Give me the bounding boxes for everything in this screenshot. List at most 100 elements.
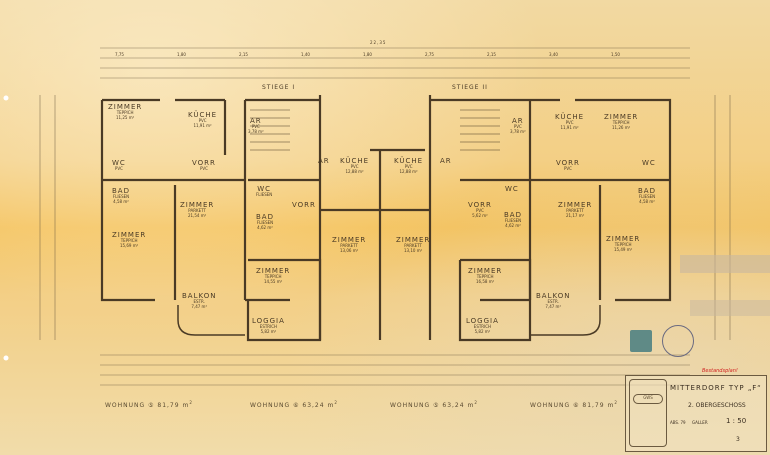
room-name: WC xyxy=(505,185,519,193)
room-area: 15,69 m² xyxy=(120,242,139,248)
room-floor: PVC xyxy=(251,124,260,130)
dimension-text: 1,80 xyxy=(177,52,186,57)
room-floor: PARKETT xyxy=(188,208,206,214)
room-floor: FLIESEN xyxy=(256,220,274,226)
room-floor: ESTRICH xyxy=(259,324,278,330)
punch-hole xyxy=(3,355,9,361)
room-area: 13,10 m² xyxy=(404,247,423,253)
unit-label: WOHNUNG ⑤ 81,79 m2 xyxy=(105,400,193,409)
drawn-date: ABS. 79 xyxy=(670,420,686,425)
dimension-text: 2,75 xyxy=(425,52,434,57)
room-name: KÜCHE xyxy=(555,113,585,121)
room-floor: TEPPICH xyxy=(264,274,282,280)
stair-label: STIEGE I xyxy=(262,84,296,91)
room-name: LOGGIA xyxy=(252,317,285,325)
room-name: AR xyxy=(440,157,452,165)
room-name: ZIMMER xyxy=(396,236,431,244)
room-area: 4,58 m² xyxy=(113,198,129,204)
room-name: AR xyxy=(318,157,330,165)
room-floor: PVC xyxy=(404,164,413,170)
room-area: 7,47 m² xyxy=(545,303,562,309)
room-area: 15,49 m² xyxy=(614,246,633,252)
room-area: 4,62 m² xyxy=(257,224,273,230)
room-name: KÜCHE xyxy=(188,111,218,119)
room-area: 14,55 m² xyxy=(264,278,283,284)
punch-hole xyxy=(3,95,9,101)
room-name: BALKON xyxy=(182,292,217,300)
scale: 1 : 50 xyxy=(726,417,747,425)
room-floor: PARKETT xyxy=(340,243,358,249)
room-area: 5,82 m² xyxy=(474,328,491,334)
room-name: ZIMMER xyxy=(112,231,147,239)
dimension-text: 7,75 xyxy=(115,52,124,57)
room-name: BAD xyxy=(112,187,130,195)
room-floor: PARKETT xyxy=(566,208,584,214)
tape-strip xyxy=(690,300,770,316)
official-seal xyxy=(662,325,694,357)
room-name: ZIMMER xyxy=(558,201,593,209)
unit-label: WOHNUNG ⑥ 63,24 m2 xyxy=(250,400,338,409)
room-name: WC xyxy=(642,159,656,167)
revenue-stamp xyxy=(630,330,652,352)
room-label: WC xyxy=(642,159,656,167)
title-block: GWS MITTERDORF TYP „F“ 2. OBERGESCHOSS A… xyxy=(625,375,767,452)
room-area: 11,91 m² xyxy=(193,122,212,128)
room-label: WC xyxy=(505,185,519,193)
room-name: VORR xyxy=(556,159,580,167)
room-name: ZIMMER xyxy=(256,267,291,275)
room-area: 16,58 m² xyxy=(476,278,495,284)
room-floor: TEPPICH xyxy=(612,120,630,126)
room-area: 3,78 m² xyxy=(248,128,264,134)
room-name: VORR xyxy=(292,201,316,209)
room-name: VORR xyxy=(468,201,492,209)
room-name: ZIMMER xyxy=(606,235,641,243)
room-floor: TEPPICH xyxy=(614,242,632,248)
room-area: 21,17 m² xyxy=(566,212,585,218)
sheet-number: 3 xyxy=(736,436,740,443)
room-floor: PVC xyxy=(114,166,123,172)
room-name: KÜCHE xyxy=(394,157,424,165)
room-floor: TEPPICH xyxy=(116,110,134,116)
room-name: WC xyxy=(112,159,126,167)
room-floor: ESTR. xyxy=(547,299,559,305)
room-name: BAD xyxy=(638,187,656,195)
room-name: VORR xyxy=(192,159,216,167)
stair-label: STIEGE II xyxy=(452,84,488,91)
room-floor: TEPPICH xyxy=(476,274,494,280)
dimension-text: 3,40 xyxy=(549,52,558,57)
room-floor: FLIESEN xyxy=(112,194,130,200)
room-label: AR xyxy=(440,157,452,165)
room-area: 5,82 m² xyxy=(260,328,277,334)
room-area: 12,88 m² xyxy=(345,168,364,174)
room-name: AR xyxy=(250,117,262,125)
room-label: VORR xyxy=(292,201,316,209)
room-area: 4,58 m² xyxy=(639,198,655,204)
total-dimension: 22,35 xyxy=(370,40,387,45)
room-area: 11,91 m² xyxy=(560,124,579,130)
room-name: ZIMMER xyxy=(180,201,215,209)
room-floor: FLIESEN xyxy=(638,194,656,200)
dimension-lines xyxy=(39,47,731,386)
